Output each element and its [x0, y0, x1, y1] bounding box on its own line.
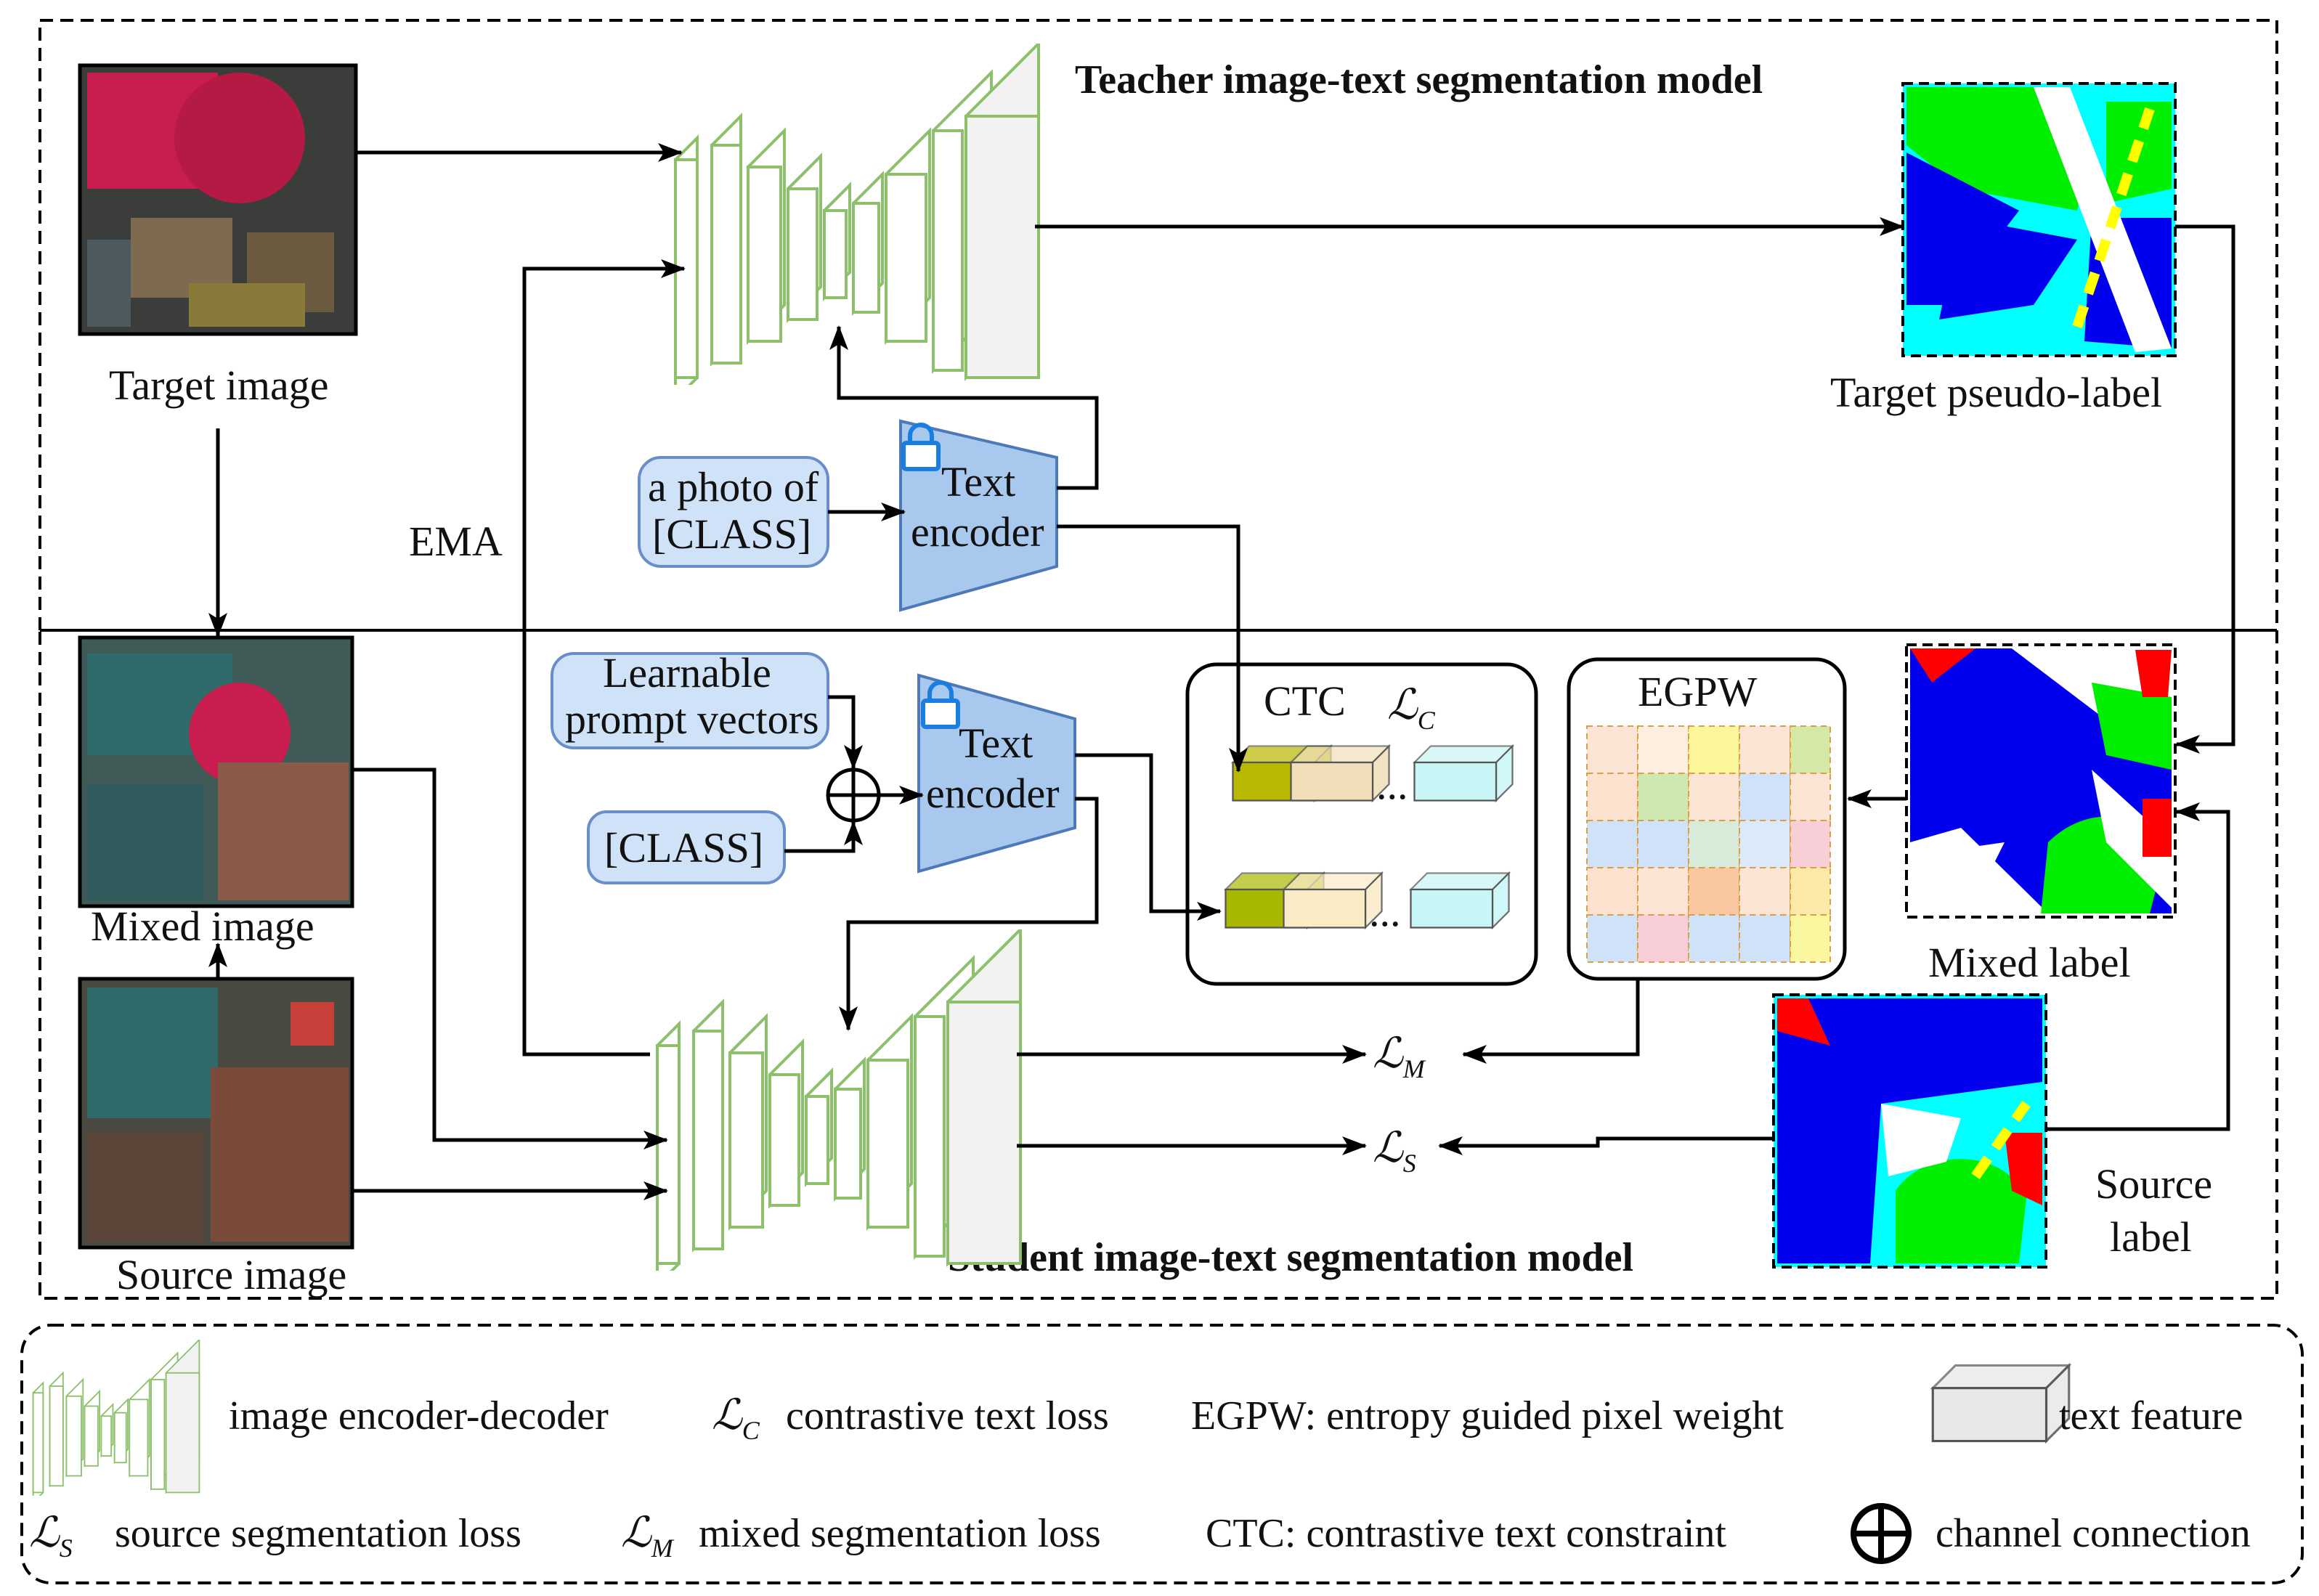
legend-contrastive-text-loss: contrastive text loss [786, 1393, 1109, 1438]
legend-concat-icon [1851, 1503, 1912, 1564]
ctc-label: CTC [1264, 677, 1346, 725]
svg-text:...: ... [1369, 888, 1401, 935]
mixed-label [1905, 643, 2177, 919]
fixed-prompt-line1: a photo of [648, 463, 819, 510]
text-feature-row-bottom: ... [1225, 872, 1510, 935]
fixed-prompt-line2: [CLASS] [652, 510, 811, 558]
legend-text-feature-icon [1931, 1364, 2071, 1443]
loss-s-symbol: ℒS [1373, 1124, 1416, 1178]
target-pseudo-label [1901, 82, 2177, 357]
teacher-text-encoder-line2: encoder [911, 508, 1044, 555]
target-image [78, 63, 358, 336]
loss-c-symbol: ℒC [1387, 681, 1436, 735]
learnable-prompt-box [551, 652, 829, 749]
legend-source-seg-loss: source segmentation loss [115, 1511, 521, 1556]
target-image-label: Target image [109, 362, 328, 409]
legend-encoder-decoder-icon [32, 1340, 200, 1496]
legend-channel-connection: channel connection [1936, 1511, 2251, 1556]
ema-label: EMA [409, 518, 503, 565]
legend-mixed-seg-loss: mixed segmentation loss [699, 1511, 1101, 1556]
egpw-label: EGPW [1638, 668, 1758, 715]
teacher-encoder-decoder [674, 44, 1040, 385]
target-pseudo-label-label: Target pseudo-label [1830, 369, 2162, 416]
class-token-box [587, 810, 786, 884]
learnable-line1: Learnable [603, 649, 771, 696]
student-text-encoder-line1: Text [959, 720, 1033, 767]
legend-loss-s-symbol: ℒS [29, 1509, 73, 1563]
mixed-image-label: Mixed image [91, 903, 314, 950]
legend-region [20, 1324, 2304, 1584]
source-image-label: Source image [116, 1251, 346, 1298]
loss-m-symbol: ℒM [1373, 1030, 1426, 1083]
student-region [38, 629, 2278, 1300]
class-token: [CLASS] [604, 824, 763, 871]
egpw-weight-grid [1586, 725, 1831, 963]
source-image [78, 977, 354, 1250]
concat-symbol [826, 768, 881, 823]
source-label-line2: label [2110, 1213, 2192, 1261]
legend-egpw-def: EGPW: entropy guided pixel weight [1191, 1393, 1784, 1438]
student-encoder-decoder [656, 929, 1022, 1271]
legend-image-encoder-decoder: image encoder-decoder [229, 1393, 609, 1438]
mixed-label-label: Mixed label [1928, 939, 2131, 986]
legend-text-feature: text feature [2059, 1393, 2243, 1438]
student-text-encoder-line2: encoder [926, 770, 1060, 817]
source-label [1772, 993, 2047, 1269]
teacher-text-encoder-line1: Text [941, 458, 1015, 505]
legend-loss-c-symbol: ℒC [712, 1391, 760, 1445]
text-feature-row-top: ... [1232, 745, 1514, 808]
legend-ctc-def: CTC: contrastive text constraint [1206, 1511, 1726, 1556]
teacher-title: Teacher image-text segmentation model [1075, 57, 1763, 102]
source-label-line1: Source [2095, 1160, 2212, 1208]
connection-arrows [208, 143, 2235, 1200]
learnable-line2: prompt vectors [565, 696, 819, 743]
student-title: Student image-text segmentation model [948, 1235, 1633, 1280]
mixed-image [78, 635, 354, 908]
svg-text:...: ... [1376, 761, 1408, 808]
legend-loss-m-symbol: ℒM [621, 1509, 675, 1563]
